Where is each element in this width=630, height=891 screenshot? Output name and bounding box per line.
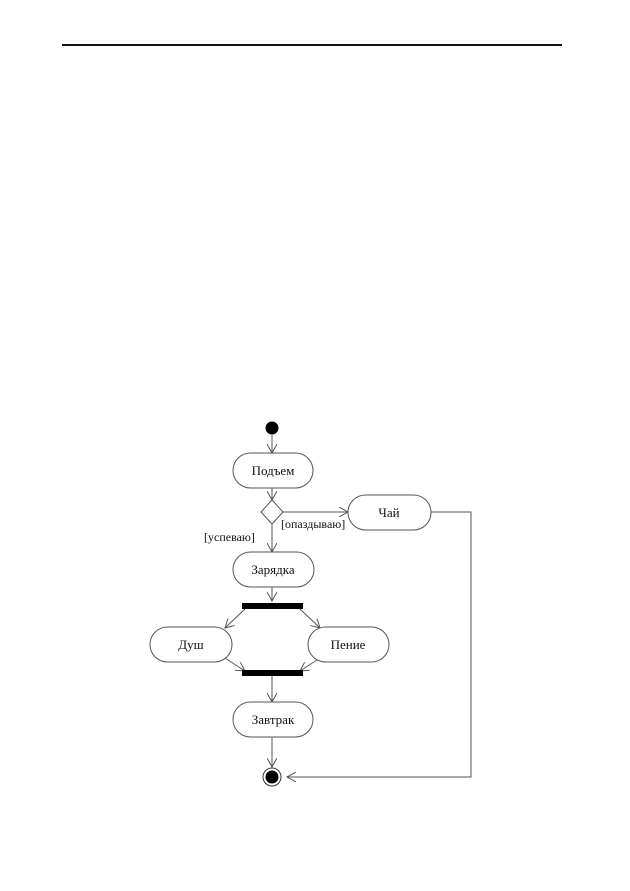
edge-tea-to-end [287, 511, 472, 777]
action-wake-box [232, 452, 314, 489]
fork-bar [242, 603, 303, 609]
join-bar [242, 670, 303, 676]
action-shower-box [149, 626, 233, 663]
action-breakfast-box [232, 701, 314, 738]
edge-fork-to-shower [225, 608, 246, 628]
action-wake-label: Подъем [252, 463, 295, 478]
edge-fork-to-singing [299, 608, 320, 628]
action-breakfast-label: Завтрак [252, 712, 295, 727]
action-singing-label: Пение [331, 637, 366, 652]
edge-shower-to-join [224, 657, 245, 671]
initial-node [265, 421, 279, 435]
edges [224, 435, 472, 777]
action-exercise-label: Зарядка [251, 562, 294, 577]
action-tea-label: Чай [378, 505, 399, 520]
action-shower-label: Душ [178, 637, 203, 652]
action-exercise-box [232, 551, 315, 588]
guard-late: [опаздываю] [281, 517, 345, 531]
final-node-core [265, 770, 279, 784]
guard-on-time: [успеваю] [204, 530, 255, 544]
action-tea-box [347, 494, 432, 531]
action-singing-box [307, 626, 390, 663]
header-rule [62, 44, 562, 46]
decision-node [260, 499, 284, 525]
